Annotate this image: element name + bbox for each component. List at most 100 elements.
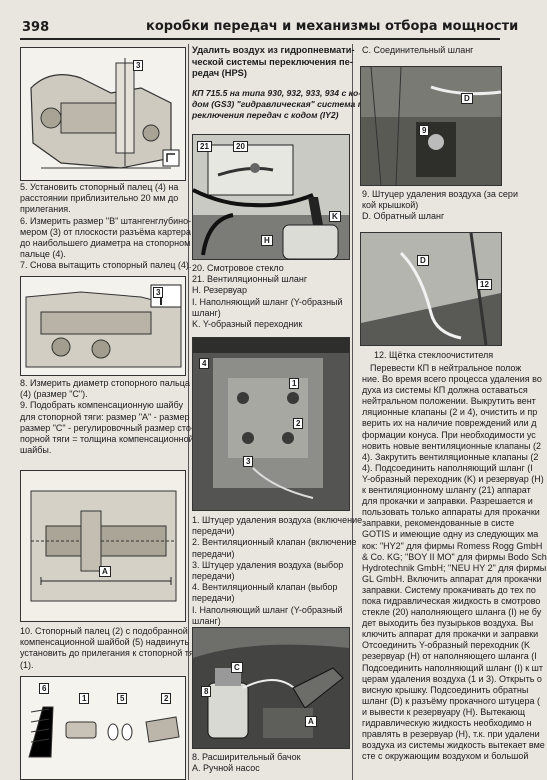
- caption-wiper: 12. Щётка стеклоочистителя: [374, 350, 500, 361]
- text-line: сте с окружающим воздухом и большой: [362, 751, 529, 762]
- figure-label: 6: [39, 683, 50, 694]
- text-line: КП 715.5 на типа 930, 932, 933, 934 с ко…: [192, 88, 362, 98]
- page-header: 398 коробки передач и механизмы отбора м…: [0, 0, 518, 38]
- text-line: для стопорной тяги: размер "А" - размер …: [20, 411, 210, 422]
- figure-label: D: [461, 93, 473, 104]
- text-line: 4). Закрутить вентиляционные клапаны (2: [362, 451, 539, 462]
- figure-label: 12: [477, 279, 492, 290]
- text-line: шланг): [192, 615, 221, 626]
- column-divider: [188, 44, 189, 780]
- text-line: пальце (4).: [20, 249, 66, 260]
- text-line: шайбы.: [20, 445, 52, 456]
- text-line: заправки, рекомендованные в систе: [362, 518, 515, 529]
- text-line: 4). Подсоединить наполняющий шланг (I: [362, 462, 533, 473]
- text-line: до наибольшего диаметра на стопорном: [20, 238, 191, 249]
- figure-label: C: [231, 662, 243, 673]
- figure-label: 2: [293, 418, 304, 429]
- figure-label: K: [329, 211, 341, 222]
- text-line: шланг (D) к разъёму прокачного штуцера (: [362, 695, 541, 706]
- text-line: воздуха из системы жидкость вытекает вме: [362, 740, 545, 751]
- text-line: Hydrotechnik GmbH; "NEU HY 2" для фирмы: [362, 562, 547, 573]
- page-number: 398: [22, 20, 50, 35]
- text-line: прилегания.: [20, 204, 71, 215]
- text-line: ние. Во время всего процесса удаления во: [362, 374, 542, 385]
- text-line: стекле (20) наполняющего шланга (I) не б…: [362, 607, 542, 618]
- text-line: дом (GS3) "гидравлическая" система пе-: [192, 99, 371, 110]
- text-line: резервуар (Н) от наполняющего шланга (I: [362, 651, 537, 662]
- text-line: церам удаления воздуха (1 и 3). Открыть …: [362, 673, 542, 684]
- figure-label: 3: [153, 287, 164, 298]
- text-line: для прокачки и заправки. Разрешается и: [362, 496, 533, 507]
- figure-label: 3: [243, 456, 254, 467]
- text-line: гидравлическую жидкость необходимо н: [362, 718, 532, 728]
- figure-service-cover: 9 D: [360, 66, 502, 186]
- text-line: А. Ручной насос: [192, 763, 260, 774]
- figure-label: A: [305, 716, 317, 727]
- figure-gearbox-valves: 4 1 2 3: [192, 337, 350, 511]
- figure-label: 1: [289, 378, 300, 389]
- figure-label: 1: [79, 693, 90, 704]
- text-line: (4) (размер "С").: [20, 389, 88, 400]
- text-line: GL GmbH. Включить аппарат для прокачки: [362, 573, 542, 584]
- text-line: I. Наполняющий шланг (Y-образный: [192, 296, 343, 307]
- text-line: новить новые вентиляционные клапаны (2: [362, 440, 541, 451]
- text-line: установить до прилегания к стопорной тяг…: [20, 648, 202, 659]
- text-line: 1. Штуцер удаления воздуха (включение: [192, 515, 363, 525]
- figure-label: H: [261, 235, 273, 246]
- text-line: 21. Вентиляционный шланг: [192, 274, 308, 285]
- text-line: духа из системы КП должна оставаться: [362, 385, 528, 396]
- text-line: передачи): [192, 571, 235, 582]
- text-line: 2. Вентиляционный клапан (включение: [192, 537, 357, 548]
- page-title: коробки передач и механизмы отбора мощно…: [146, 19, 519, 34]
- text-line: 8. Измерить диаметр стопорного пальца: [20, 378, 190, 388]
- text-line: передачи): [192, 526, 235, 537]
- text-line: Перевести КП в нейтральное полож: [370, 363, 522, 373]
- legend-pump: 8. Расширительный бачок А. Ручной насос: [192, 752, 350, 774]
- text-line: пользовать только аппараты для прокачки: [362, 507, 540, 518]
- text-line: передачи): [192, 593, 235, 604]
- text-line: Y-образный переходник (K) и резервуар (Н…: [362, 473, 544, 484]
- text-line: к вентиляционному шлангу (21) аппарат: [362, 485, 531, 496]
- text-line: 7. Снова вытащить стопорный палец (4).: [20, 260, 192, 271]
- text-line: кок: "HY2" для фирмы Romess Rogg GmbH: [362, 540, 543, 551]
- text-line: ляционные клапаны (2 и 4), очистить и пр: [362, 407, 538, 418]
- figure-label: 8: [201, 686, 212, 697]
- text-line: правлять в резервуар (Н), т.к. при удале…: [362, 729, 540, 740]
- figure-hand-pump: C 8 A: [192, 627, 350, 749]
- text-line: порной тяги = толщина компенсационной: [20, 434, 194, 445]
- steps-5-7: 5. Установить стопорный палец (4) на рас…: [20, 182, 205, 272]
- text-line: и вывести к резервуару (Н). Вытекающ: [362, 706, 526, 717]
- text-line: 3. Штуцер удаления воздуха (выбор: [192, 559, 344, 570]
- figure-plunger-depth-gauge: 3: [20, 47, 186, 181]
- text-line: I. Наполняющий шланг (Y-образный: [192, 604, 343, 615]
- text-line: 20. Смотровое стекло: [192, 263, 284, 273]
- text-line: висную крышку. Подсоединить обратны: [362, 684, 529, 695]
- text-line: 10. Стопорный палец (2) с подобранной: [20, 626, 188, 636]
- figure-pin-diameter: 3: [20, 276, 186, 376]
- text-line: Удалить воздух из гидропневмати-: [192, 45, 355, 55]
- header-rule: [20, 38, 500, 40]
- figure-label: 2: [161, 693, 172, 704]
- text-line: расстоянии приблизительно 20 мм до: [20, 193, 179, 204]
- steps-8-9: 8. Измерить диаметр стопорного пальца (4…: [20, 378, 210, 456]
- text-line: шланг): [192, 307, 221, 318]
- text-line: (1).: [20, 659, 34, 670]
- text-line: 12. Щётка стеклоочистителя: [374, 350, 494, 360]
- text-line: кой крышкой): [362, 200, 419, 211]
- text-line: 4. Вентиляционный клапан (выбор: [192, 582, 338, 593]
- figure-pin-parts: 6 1 5 2: [20, 676, 186, 780]
- section-subheading: КП 715.5 на типа 930, 932, 933, 934 с ко…: [192, 88, 371, 122]
- figure-label: 3: [133, 60, 144, 71]
- text-line: 9. Подобрать компенсационную шайбу: [20, 400, 183, 411]
- text-line: дет выходить без пузырьков воздуха. Вы: [362, 618, 534, 629]
- figure-label: D: [417, 255, 429, 266]
- figure-label: 20: [233, 141, 248, 152]
- text-line: Отсоединить Y-образный переходник (K: [362, 640, 530, 651]
- text-line: D. Обратный шланг: [362, 211, 445, 222]
- text-line: передачи): [192, 548, 235, 559]
- text-line: 9. Штуцер удаления воздуха (за сери: [362, 189, 518, 199]
- figure-label: 5: [117, 693, 128, 704]
- text-line: Н. Резервуар: [192, 285, 247, 296]
- text-line: ческой системы переключения пе-: [192, 56, 353, 67]
- caption-bleed-nipple: 9. Штуцер удаления воздуха (за сери кой …: [362, 189, 518, 223]
